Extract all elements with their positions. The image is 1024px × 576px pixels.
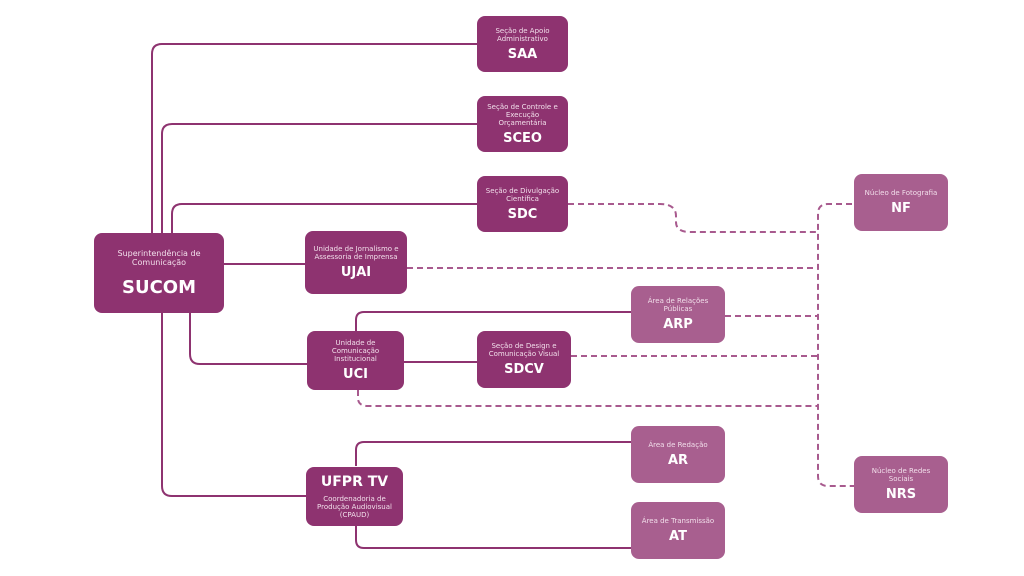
node-sceo[interactable]: Seção de Controle e Execução Orçamentári…	[477, 96, 568, 152]
node-uci-abbreviation: UCI	[343, 367, 368, 382]
node-nf-abbreviation: NF	[891, 201, 911, 216]
node-ufprtv-description: Coordenadoria de Produção Audiovisual (C…	[317, 495, 392, 519]
connector-uci-arp	[355, 311, 632, 332]
node-ujai[interactable]: Unidade de Jornalismo e Assessoria de Im…	[305, 231, 407, 294]
node-nrs-abbreviation: NRS	[885, 487, 917, 502]
node-at-abbreviation: AT	[669, 529, 687, 544]
node-at-description: Área de Transmissão	[641, 517, 715, 525]
node-ufprtv-abbreviation: UFPR TV	[320, 474, 389, 490]
node-uci[interactable]: Unidade de Comunicação Institucional UCI	[307, 331, 404, 390]
node-nrs[interactable]: Núcleo de Redes Sociais NRS	[854, 456, 948, 513]
connector-sucom-saa	[151, 43, 478, 235]
dashed-uci-nucleos	[357, 390, 818, 407]
connector-ufprtv-ar	[355, 441, 632, 466]
connector-sucom-ufprtv	[161, 312, 308, 497]
node-sucom[interactable]: Superintendência de Comunicação SUCOM	[94, 233, 224, 313]
connector-sucom-sceo	[161, 123, 478, 235]
dashed-trunk	[817, 203, 854, 487]
dashed-sdc-nucleos	[568, 203, 818, 233]
node-sucom-abbreviation: SUCOM	[121, 276, 196, 298]
node-sdc[interactable]: Seção de Divulgação Científica SDC	[477, 176, 568, 232]
node-ar-description: Área de Redação	[648, 441, 708, 449]
node-ufprtv[interactable]: UFPR TV Coordenadoria de Produção Audiov…	[306, 467, 403, 526]
node-sdc-abbreviation: SDC	[507, 206, 538, 222]
node-arp-abbreviation: ARP	[663, 317, 693, 332]
node-ujai-abbreviation: UJAI	[340, 265, 372, 280]
node-nf[interactable]: Núcleo de Fotografia NF	[854, 174, 948, 231]
node-sdc-description: Seção de Divulgação Científica	[485, 186, 560, 203]
connector-ufprtv-at	[355, 526, 632, 549]
node-at[interactable]: Área de Transmissão AT	[631, 502, 725, 559]
node-arp-description: Área de Relações Públicas	[647, 297, 709, 313]
node-nf-description: Núcleo de Fotografia	[864, 189, 938, 197]
node-saa-description: Seção de Apoio Administrativo	[495, 26, 550, 43]
node-sdcv-abbreviation: SDCV	[504, 362, 544, 377]
node-ar-abbreviation: AR	[667, 453, 689, 468]
node-saa[interactable]: Seção de Apoio Administrativo SAA	[477, 16, 568, 72]
node-saa-abbreviation: SAA	[507, 46, 538, 62]
node-ujai-description: Unidade de Jornalismo e Assessoria de Im…	[313, 245, 399, 261]
node-uci-description: Unidade de Comunicação Institucional	[331, 339, 380, 363]
node-sceo-description: Seção de Controle e Execução Orçamentári…	[487, 102, 558, 127]
node-sdcv[interactable]: Seção de Design e Comunicação Visual SDC…	[477, 331, 571, 388]
node-sucom-description: Superintendência de Comunicação	[117, 248, 201, 267]
connector-sucom-sdc	[171, 203, 478, 235]
node-sceo-abbreviation: SCEO	[503, 130, 542, 146]
node-nrs-description: Núcleo de Redes Sociais	[871, 467, 931, 483]
node-ar[interactable]: Área de Redação AR	[631, 426, 725, 483]
node-arp[interactable]: Área de Relações Públicas ARP	[631, 286, 725, 343]
node-sdcv-description: Seção de Design e Comunicação Visual	[488, 342, 560, 358]
connector-sucom-uci	[189, 312, 308, 365]
